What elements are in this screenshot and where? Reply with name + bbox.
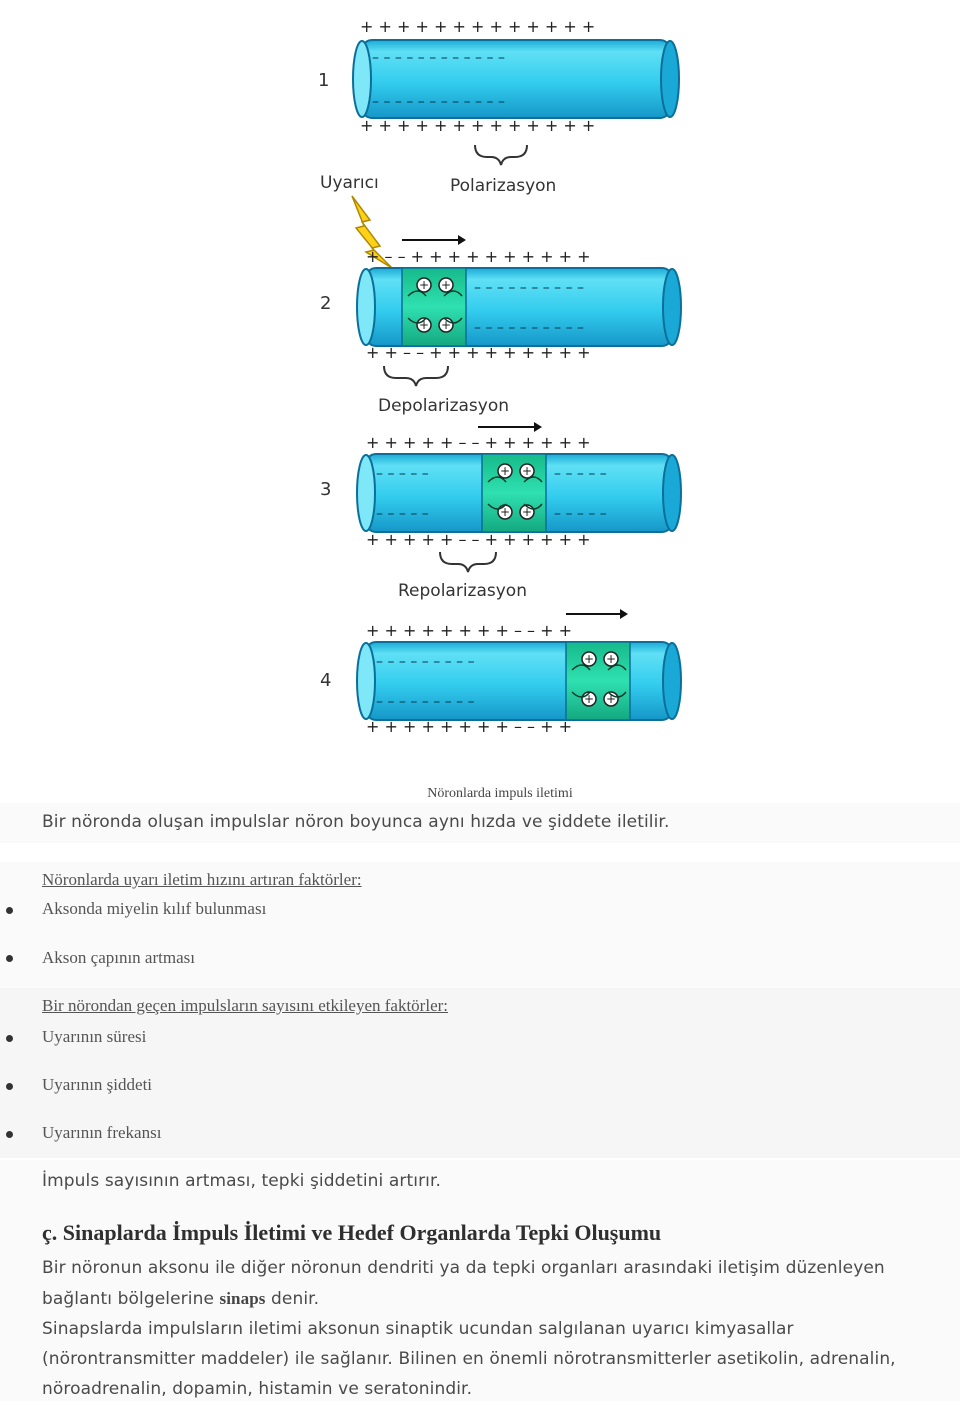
svg-text:+ + + + + + + +: + + + + + + + + + + + + +: [360, 116, 595, 135]
section-heading: ç. Sinaplarda İmpuls İletimi ve Hedef Or…: [42, 1220, 662, 1245]
paragraph-impulse-count: İmpuls sayısının artması, tepki şiddetin…: [42, 1171, 442, 1191]
svg-text:– – – – –: – – – – –: [554, 466, 607, 482]
stage-1-number: 1: [318, 70, 329, 91]
svg-text:+: +: [500, 464, 510, 478]
stage-1: 1 + + + + + + + + + + + + + – – – – – – …: [318, 17, 680, 196]
svg-text:– – – – – – – –: – – – – – – – – – –: [474, 280, 584, 296]
svg-text:– – – – – – – –: – – – – – – – – – – – –: [372, 94, 505, 110]
svg-text:– – – – – – – –: – – – – – – – – –: [376, 694, 475, 710]
speed-factors-title: Nöronlarda uyarı iletim hızını artıran f…: [42, 870, 362, 889]
polarization-brace: [474, 144, 528, 166]
svg-text:+: +: [441, 318, 451, 332]
svg-text:– – – – – – – –: – – – – – – – – –: [376, 654, 475, 670]
bullet-icon: [6, 1131, 13, 1138]
section-band: [0, 1160, 960, 1401]
figure-caption: Nöronlarda impuls iletimi: [427, 786, 573, 801]
speed-factors-band: [0, 862, 960, 988]
svg-text:+: +: [584, 692, 594, 706]
count-factor-item: Uyarının frekansı: [42, 1123, 162, 1142]
svg-text:– – – – – – – –: – – – – – – – – – –: [474, 320, 584, 336]
svg-text:– – – – –: – – – – –: [376, 466, 429, 482]
svg-text:+: +: [419, 318, 429, 332]
svg-text:+: +: [522, 464, 532, 478]
stage-4-number: 4: [320, 670, 331, 691]
stage-3: 3 + + + + + – – + + + + + + + + + + – – – …: [320, 422, 682, 601]
svg-text:+: +: [441, 278, 451, 292]
axon-1: [352, 39, 680, 119]
svg-text:+ + + + + + + +: + + + + + + + + – – + +: [366, 621, 572, 640]
synapse-paragraph-line-1: Bir nöronun aksonu ile diğer nöronun den…: [42, 1258, 885, 1278]
svg-text:+ + + + + + + +: + + + + + + + + + + + + +: [360, 17, 595, 36]
stage-2-number: 2: [320, 293, 331, 314]
bullet-icon: [6, 955, 13, 962]
svg-text:– – – – – – – –: – – – – – – – – – – – –: [372, 50, 505, 66]
bullet-icon: [6, 1083, 13, 1090]
top-charges-1: + + + + + + + + + + + + +: [360, 17, 595, 36]
active-zone-2: [401, 267, 467, 347]
synapse-term: sinaps: [219, 1289, 266, 1308]
stage-3-number: 3: [320, 479, 331, 500]
speed-factor-item: Akson çapının artması: [42, 948, 195, 967]
stimulus-label: Uyarıcı: [320, 173, 379, 193]
svg-text:+: +: [606, 692, 616, 706]
impulse-conduction-figure: 1 + + + + + + + + + + + + + – – – – – – …: [318, 17, 682, 736]
svg-text:+: +: [606, 652, 616, 666]
bullet-icon: [6, 1035, 13, 1042]
count-factor-item: Uyarının şiddeti: [42, 1075, 153, 1094]
transmission-paragraph-line-1: Sinapslarda impulsların iletimi aksonun …: [42, 1319, 794, 1339]
svg-text:– – – – –: – – – – –: [554, 506, 607, 522]
svg-text:+: +: [522, 505, 532, 519]
svg-text:– – – – –: – – – – –: [376, 506, 429, 522]
repolarization-label: Repolarizasyon: [398, 581, 527, 601]
transmission-paragraph-line-3: nöroadrenalin, dopamin, histamin ve sera…: [42, 1379, 473, 1399]
speed-factor-item: Aksonda miyelin kılıf bulunması: [42, 899, 267, 918]
count-factor-item: Uyarının süresi: [42, 1027, 147, 1046]
svg-text:+: +: [419, 278, 429, 292]
stage-2: 2 + – – + + + + + + + + + + + + + + – – – …: [320, 235, 682, 416]
depolarization-brace: [383, 365, 449, 387]
depolarization-label: Depolarizasyon: [378, 396, 509, 416]
svg-text:+: +: [500, 505, 510, 519]
transmission-paragraph-line-2: (nörontransmitter maddeler) ile sağlanır…: [42, 1349, 896, 1369]
stage-4: 4 + + + + + + + + – – + + + + + + – – – – …: [320, 609, 682, 736]
svg-text:+ + – – + + + +: + + – – + + + + + + + + +: [366, 343, 591, 362]
paragraph-conduction: Bir nöronda oluşan impulslar nöron boyun…: [42, 812, 670, 832]
svg-text:+: +: [584, 652, 594, 666]
count-factors-title: Bir nörondan geçen impulsların sayısını …: [42, 996, 448, 1015]
bullet-icon: [6, 907, 13, 914]
polarization-label: Polarizasyon: [450, 176, 556, 196]
svg-text:+ – – + + + + +: + – – + + + + + + + + + +: [366, 247, 591, 266]
svg-text:+ + + + + – – +: + + + + + – – + + + + + +: [366, 433, 591, 452]
active-zone-4: [565, 641, 631, 721]
count-factors-band: [0, 988, 960, 1158]
synapse-paragraph-line-2: bağlantı bölgelerine sinaps denir.: [42, 1289, 320, 1309]
active-zone-3: [481, 453, 547, 533]
para-band-1: [0, 803, 960, 843]
svg-text:+ + + + + + + +: + + + + + + + + – – + +: [366, 717, 572, 736]
repolarization-brace: [439, 551, 497, 573]
svg-text:+ + + + + – – +: + + + + + – – + + + + + +: [366, 530, 591, 549]
